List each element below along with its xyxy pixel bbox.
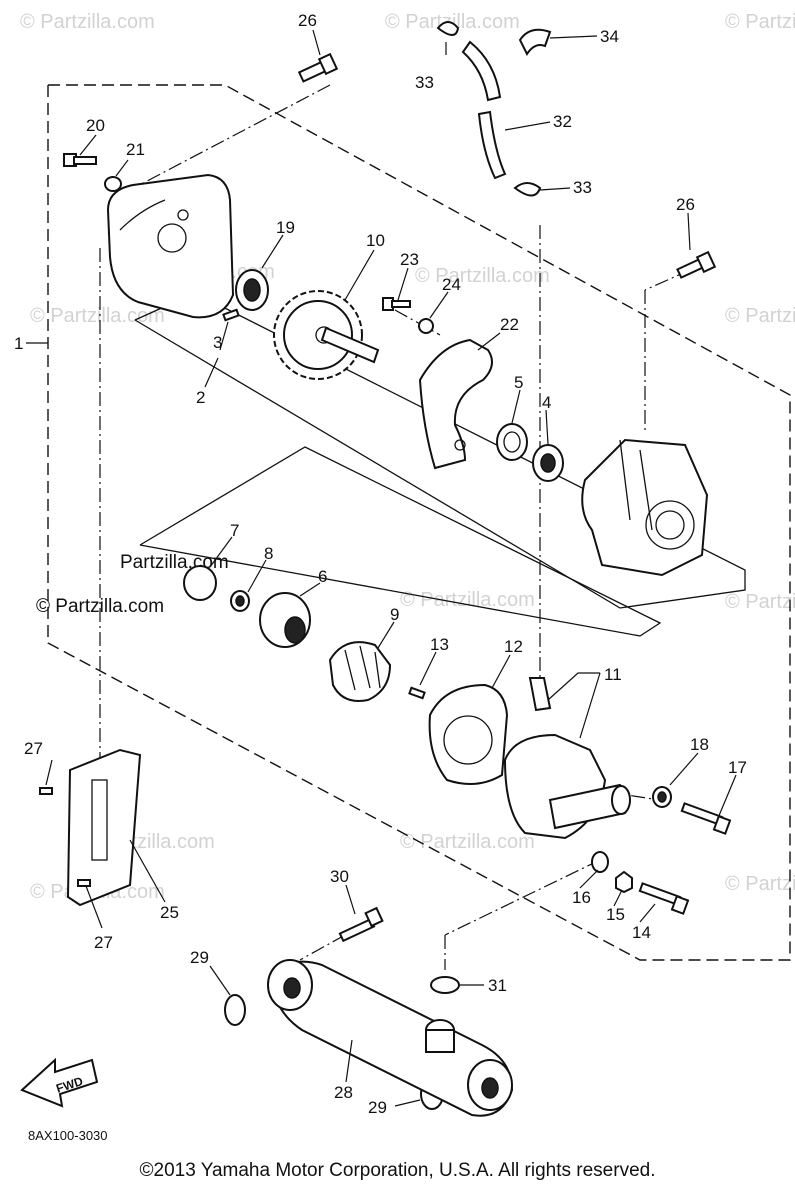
part-33-clamp-lower[interactable]	[513, 182, 542, 197]
callout-15[interactable]: 15	[606, 905, 625, 924]
callout-5[interactable]: 5	[514, 373, 523, 392]
callout-labels: 26 33 34 32 33 20 21 19 10 23 24 22 5 4 …	[14, 11, 747, 1117]
part-16-washer[interactable]	[591, 851, 609, 873]
callout-8[interactable]: 8	[264, 544, 273, 563]
callout-25[interactable]: 25	[160, 903, 179, 922]
callout-12[interactable]: 12	[504, 637, 523, 656]
callout-26-top[interactable]: 26	[298, 11, 317, 30]
fwd-arrow: FWD	[20, 1057, 99, 1108]
callout-4[interactable]: 4	[542, 393, 551, 412]
callout-2[interactable]: 2	[196, 388, 205, 407]
part-21-washer[interactable]	[104, 176, 122, 192]
watermark: © Partzilla.com	[725, 591, 795, 613]
part-27-pin-lower[interactable]	[77, 879, 91, 887]
callout-1[interactable]: 1	[14, 334, 23, 353]
part-22-plate[interactable]	[418, 338, 493, 470]
callout-14[interactable]: 14	[632, 923, 651, 942]
callout-27-lower[interactable]: 27	[94, 933, 113, 952]
part-8-washer[interactable]	[230, 590, 250, 612]
callout-32[interactable]: 32	[553, 112, 572, 131]
callout-33-top[interactable]: 33	[415, 73, 434, 92]
callout-28[interactable]: 28	[334, 1083, 353, 1102]
callout-30[interactable]: 30	[330, 867, 349, 886]
callout-29-lower[interactable]: 29	[368, 1098, 387, 1117]
watermark-dark-partial: Partzilla.com	[120, 552, 229, 573]
part-15-nut[interactable]	[615, 870, 633, 894]
part-30-bolt[interactable]	[338, 906, 384, 943]
callout-leaders	[45, 29, 737, 1107]
part-31-o-ring[interactable]	[430, 976, 460, 994]
callout-20[interactable]: 20	[86, 116, 105, 135]
watermark: © Partzilla.com	[30, 305, 165, 327]
part-25-gasket[interactable]	[66, 748, 142, 907]
part-34-clamp[interactable]	[518, 28, 552, 56]
callout-3[interactable]: 3	[213, 333, 222, 352]
part-32-hose-upper[interactable]	[461, 40, 502, 102]
callout-9[interactable]: 9	[390, 605, 399, 624]
callout-21[interactable]: 21	[126, 140, 145, 159]
callout-33-lower[interactable]: 33	[573, 178, 592, 197]
callout-29-upper[interactable]: 29	[190, 948, 209, 967]
callout-24[interactable]: 24	[442, 275, 461, 294]
watermark: © Partzilla.com	[725, 11, 795, 33]
watermark: © Partzilla.com	[385, 11, 520, 33]
callout-13[interactable]: 13	[430, 635, 449, 654]
pump-housing[interactable]	[581, 438, 709, 577]
part-24-washer[interactable]	[418, 318, 434, 334]
part-20-bolt[interactable]	[63, 153, 97, 167]
callout-7[interactable]: 7	[230, 521, 239, 540]
part-12-gasket[interactable]	[428, 683, 509, 785]
part-14-bolt[interactable]	[638, 882, 690, 915]
callout-19[interactable]: 19	[276, 218, 295, 237]
part-23-bolt[interactable]	[382, 297, 411, 311]
callout-16[interactable]: 16	[572, 888, 591, 907]
part-29-o-ring-upper[interactable]	[224, 994, 246, 1026]
callout-26-right[interactable]: 26	[676, 195, 695, 214]
watermark: © Partzilla.com	[400, 589, 535, 611]
assembly-boundary	[26, 84, 791, 961]
watermark-dark: © Partzilla.com	[36, 596, 164, 617]
part-32-hose-lower[interactable]	[477, 110, 507, 180]
callout-18[interactable]: 18	[690, 735, 709, 754]
part-9-impeller[interactable]	[328, 641, 392, 702]
callout-27-upper[interactable]: 27	[24, 739, 43, 758]
part-4-bearing[interactable]	[532, 444, 564, 482]
watermark: © Partzilla.com	[415, 265, 550, 287]
part-3-pin[interactable]	[222, 308, 240, 322]
part-19-bearing[interactable]	[235, 269, 269, 311]
callout-22[interactable]: 22	[500, 315, 519, 334]
part-1-cover[interactable]	[106, 173, 235, 319]
part-33-clamp-top[interactable]	[436, 21, 460, 36]
diagram-code: 8AX100-3030	[28, 1128, 108, 1143]
part-26-bolt-top[interactable]	[297, 52, 339, 83]
part-7-collar[interactable]	[183, 565, 217, 601]
part-13-pin[interactable]	[408, 686, 426, 700]
callout-31[interactable]: 31	[488, 976, 507, 995]
part-11-pump-cover[interactable]	[503, 677, 631, 840]
part-6-seal[interactable]	[259, 592, 311, 648]
watermark: © Partzilla.com	[400, 831, 535, 853]
part-5-seal[interactable]	[496, 423, 528, 461]
part-10-gear[interactable]	[273, 290, 380, 380]
watermark: © Partzilla.com	[725, 873, 795, 895]
callout-11[interactable]: 11	[604, 665, 622, 684]
watermark: © Partzilla.com	[725, 305, 795, 327]
part-18-washer[interactable]	[652, 786, 672, 808]
part-28-pipe[interactable]	[267, 959, 514, 1117]
part-27-pin-upper[interactable]	[39, 787, 53, 795]
callout-10[interactable]: 10	[366, 231, 385, 250]
part-26-bolt-right[interactable]	[676, 250, 717, 279]
callout-6[interactable]: 6	[318, 567, 327, 586]
callout-23[interactable]: 23	[400, 250, 419, 269]
part-17-bolt[interactable]	[680, 802, 732, 835]
callout-34[interactable]: 34	[600, 27, 619, 46]
watermark: © Partzilla.com	[20, 11, 155, 33]
callout-17[interactable]: 17	[728, 758, 747, 777]
copyright-notice: ©2013 Yamaha Motor Corporation, U.S.A. A…	[139, 1160, 656, 1181]
